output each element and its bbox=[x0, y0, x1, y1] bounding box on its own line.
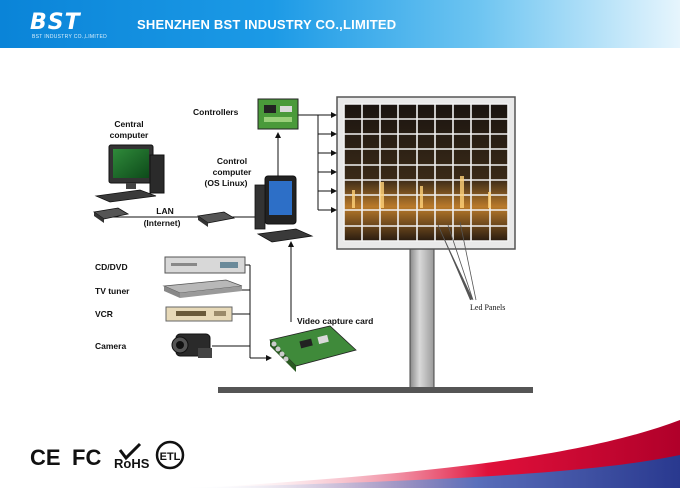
billboard-pole bbox=[409, 246, 435, 389]
rohs-check-icon bbox=[118, 442, 142, 461]
led-panels-label: Led Panels bbox=[470, 303, 505, 312]
etl-circle-icon bbox=[155, 440, 185, 470]
central-computer-label-line1: Central bbox=[114, 119, 143, 129]
header-banner: BST BST INDUSTRY CO.,LIMITED SHENZHEN BS… bbox=[0, 0, 680, 48]
camera: Camera bbox=[95, 333, 212, 358]
video-capture-card: Video capture card bbox=[269, 316, 373, 372]
certification-marks: CE FC RoHS ETL bbox=[30, 440, 185, 471]
fcc-mark: FC bbox=[72, 445, 101, 470]
vcr: VCR bbox=[95, 306, 233, 322]
led-panel-grid bbox=[343, 103, 509, 242]
central-computer-label-line2: computer bbox=[110, 130, 149, 140]
cd-dvd-player: CD/DVD bbox=[95, 256, 246, 274]
modem-right bbox=[196, 211, 236, 227]
city-lights bbox=[352, 176, 491, 208]
modem-left bbox=[92, 207, 130, 223]
ce-mark: CE bbox=[30, 445, 61, 470]
camera-label: Camera bbox=[95, 341, 126, 351]
lan-label: LAN bbox=[156, 206, 173, 216]
decorative-swoosh bbox=[170, 420, 680, 488]
pointer-line bbox=[438, 225, 473, 300]
control-computer: Control computer (OS Linux) bbox=[205, 156, 314, 243]
controllers-board: Controllers bbox=[193, 98, 299, 130]
capture-card-label: Video capture card bbox=[297, 316, 373, 326]
central-computer: Central computer bbox=[94, 119, 165, 203]
internet-label: (Internet) bbox=[144, 218, 181, 228]
control-computer-label-line3: (OS Linux) bbox=[205, 178, 248, 188]
ground-line bbox=[218, 387, 533, 393]
cd-dvd-label: CD/DVD bbox=[95, 262, 128, 272]
brand-logo: BST bbox=[30, 10, 81, 35]
led-billboard: Led Panels bbox=[218, 96, 533, 393]
control-computer-label-line2: computer bbox=[213, 167, 252, 177]
rohs-mark: RoHS bbox=[114, 456, 150, 471]
led-screen bbox=[344, 104, 508, 241]
vcr-label: VCR bbox=[95, 309, 113, 319]
signal-lines bbox=[107, 112, 337, 361]
controllers-label: Controllers bbox=[193, 107, 239, 117]
company-name: SHENZHEN BST INDUSTRY CO.,LIMITED bbox=[137, 17, 397, 32]
control-computer-label-line1: Control bbox=[217, 156, 247, 166]
etl-mark: ETL bbox=[160, 451, 181, 463]
brand-logo-subtext: BST INDUSTRY CO.,LIMITED bbox=[32, 34, 107, 40]
tv-tuner-label: TV tuner bbox=[95, 286, 130, 296]
tv-tuner: TV tuner bbox=[95, 279, 243, 298]
